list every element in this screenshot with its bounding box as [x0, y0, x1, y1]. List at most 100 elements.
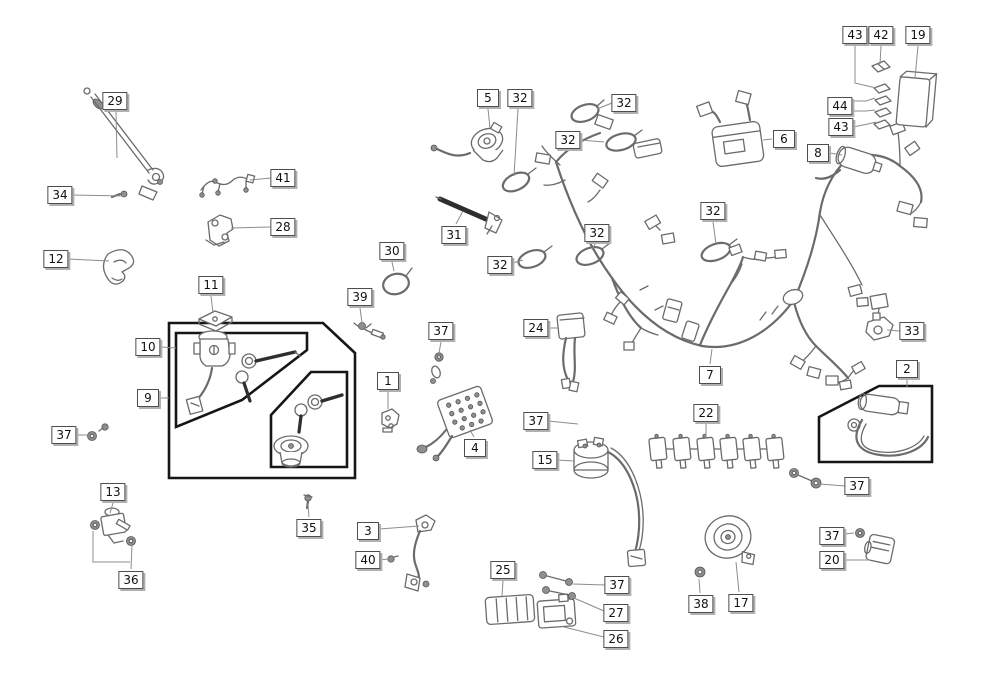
leader-line-5: [487, 108, 491, 129]
leader-line-37: [843, 532, 855, 535]
callout-10[interactable]: 10: [135, 338, 161, 356]
part-bracket: [205, 214, 234, 247]
leader-line-11: [210, 295, 214, 314]
part-screw-set: [539, 571, 576, 600]
callout-32[interactable]: 32: [555, 131, 581, 149]
callout-30[interactable]: 30: [379, 242, 405, 260]
part-cable-clamp: [575, 242, 611, 267]
callout-27[interactable]: 27: [603, 604, 629, 622]
callout-7[interactable]: 7: [699, 366, 721, 384]
callout-38[interactable]: 38: [688, 595, 714, 613]
callout-12[interactable]: 12: [43, 250, 69, 268]
leader-line-35: [307, 503, 310, 518]
callout-37[interactable]: 37: [428, 322, 454, 340]
callout-44[interactable]: 44: [827, 97, 853, 115]
callout-32[interactable]: 32: [507, 89, 533, 107]
callout-9[interactable]: 9: [137, 389, 159, 407]
leader-line-39: [359, 307, 363, 324]
callout-6[interactable]: 6: [773, 130, 795, 148]
part-nut: [855, 528, 865, 538]
leader-line-27: [573, 597, 605, 612]
callout-37[interactable]: 37: [51, 426, 77, 444]
part-voltage-regulator: [416, 385, 493, 462]
callout-37[interactable]: 37: [844, 477, 870, 495]
part-nut-pair: [789, 468, 822, 489]
part-nut: [694, 566, 706, 578]
callout-2[interactable]: 2: [896, 360, 918, 378]
callout-34[interactable]: 34: [47, 186, 73, 204]
leader-line-36: [130, 544, 133, 570]
callout-4[interactable]: 4: [464, 439, 486, 457]
part-cable-clamp: [517, 245, 553, 270]
leader-line-37: [572, 583, 606, 586]
callout-28[interactable]: 28: [270, 218, 296, 236]
leader-line-41: [249, 177, 272, 181]
callout-37[interactable]: 37: [523, 412, 549, 430]
leader-line-32: [513, 108, 519, 177]
part-wing-fastener: [353, 322, 386, 340]
callout-33[interactable]: 33: [899, 322, 925, 340]
callout-43[interactable]: 43: [828, 118, 854, 136]
part-ecu-box: [895, 70, 938, 128]
callout-32[interactable]: 32: [700, 202, 726, 220]
leader-line-10: [159, 346, 177, 349]
leader-lines: [67, 45, 919, 638]
callout-29[interactable]: 29: [102, 92, 128, 110]
callout-20[interactable]: 20: [819, 551, 845, 569]
callout-32[interactable]: 32: [487, 256, 513, 274]
callout-13[interactable]: 13: [100, 483, 126, 501]
callout-25[interactable]: 25: [490, 561, 516, 579]
part-bolt: [387, 555, 399, 563]
leader-line-17: [735, 561, 740, 593]
part-ecu-bracket: [536, 593, 577, 629]
part-relay-row: [648, 433, 785, 469]
part-flasher-relay: [556, 312, 586, 393]
part-fuel-filler-cap: [273, 435, 309, 468]
callout-32[interactable]: 32: [611, 94, 637, 112]
leader-line-43: [852, 121, 877, 128]
leader-line-44: [852, 109, 876, 112]
callout-26[interactable]: 26: [603, 630, 629, 648]
part-sensor-cable: [404, 514, 436, 592]
part-ignition-lock: [185, 330, 236, 415]
part-horn: [704, 515, 756, 566]
callout-40[interactable]: 40: [355, 551, 381, 569]
callout-8[interactable]: 8: [807, 144, 829, 162]
callout-11[interactable]: 11: [198, 276, 224, 294]
callout-39[interactable]: 39: [347, 288, 373, 306]
leader-line-15: [556, 459, 574, 462]
callout-15[interactable]: 15: [532, 451, 558, 469]
leader-line-3: [379, 525, 420, 530]
callout-17[interactable]: 17: [728, 594, 754, 612]
callout-24[interactable]: 24: [523, 319, 549, 337]
callout-43[interactable]: 43: [842, 26, 868, 44]
callout-37[interactable]: 37: [819, 527, 845, 545]
callout-37[interactable]: 37: [604, 576, 630, 594]
leader-line-37: [819, 483, 846, 487]
callout-42[interactable]: 42: [868, 26, 894, 44]
leader-line-13: [109, 502, 114, 514]
callout-32[interactable]: 32: [584, 224, 610, 242]
callout-35[interactable]: 35: [296, 519, 322, 537]
callout-41[interactable]: 41: [270, 169, 296, 187]
part-cdi-unit: [711, 120, 765, 168]
callout-36[interactable]: 36: [118, 571, 144, 589]
part-cable-clamp: [501, 167, 537, 193]
callout-22[interactable]: 22: [693, 404, 719, 422]
part-spark-plug-cable: [435, 196, 503, 235]
leader-line-8: [829, 152, 843, 156]
part-fuse: [871, 60, 891, 73]
leader-line-6: [762, 138, 773, 141]
part-screw: [303, 494, 313, 510]
leader-line-7: [709, 348, 713, 365]
callout-31[interactable]: 31: [441, 226, 467, 244]
part-fuel-tap: [90, 507, 136, 546]
leader-line-4: [469, 429, 475, 438]
callout-3[interactable]: 3: [357, 522, 379, 540]
part-rubber-mount: [102, 249, 135, 285]
part-small-bracket: [381, 408, 400, 433]
callout-5[interactable]: 5: [477, 89, 499, 107]
callout-19[interactable]: 19: [905, 26, 931, 44]
callout-1[interactable]: 1: [377, 372, 399, 390]
